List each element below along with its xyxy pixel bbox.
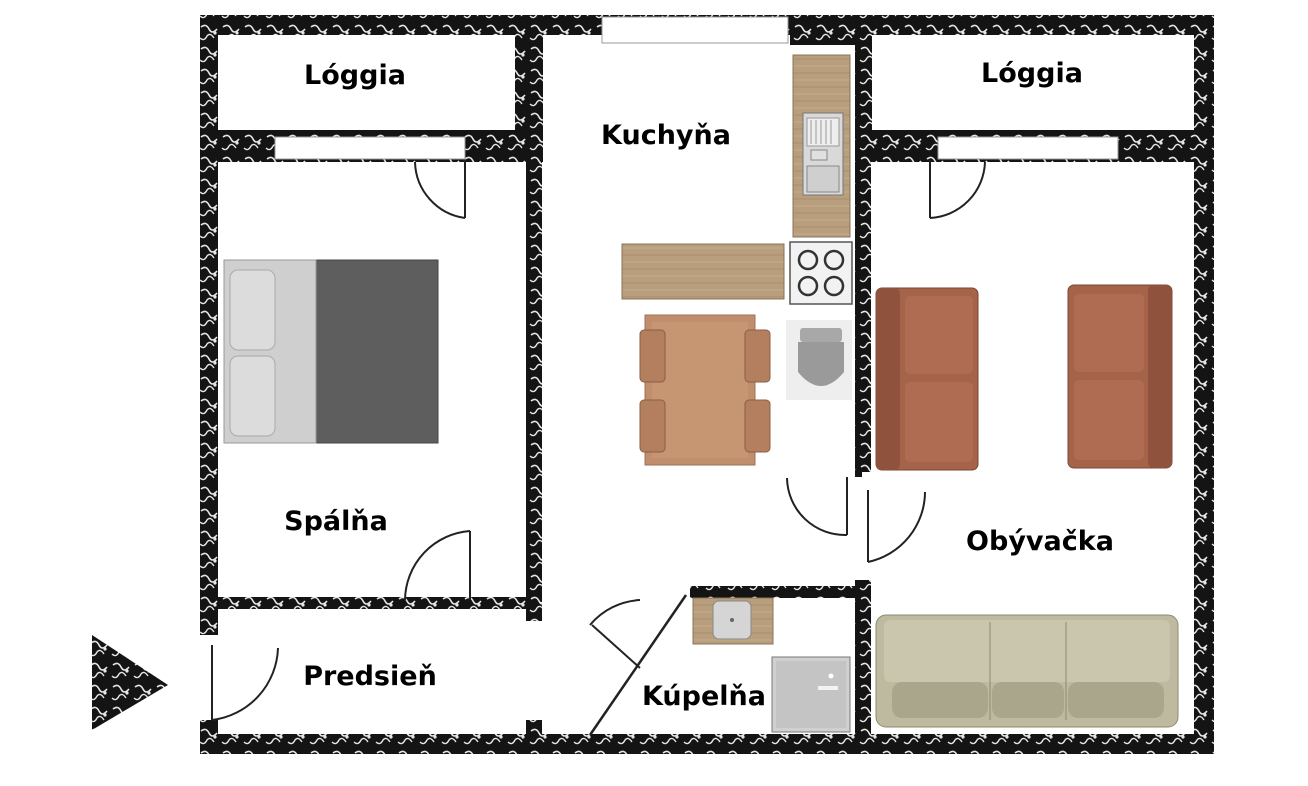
door-living (867, 490, 926, 563)
door-wc (786, 477, 848, 537)
toilet-icon (786, 320, 852, 400)
label-loggia-right: Lóggia (981, 58, 1083, 89)
door-bedroom-loggia (414, 160, 466, 219)
doors (211, 160, 986, 736)
kitchen-counter (789, 54, 853, 305)
label-bathroom: Kúpelňa (642, 681, 766, 712)
entrance-arrow-icon (92, 635, 168, 730)
label-loggia-left: Lóggia (304, 60, 406, 91)
shower-icon (771, 656, 851, 733)
stove-icon (789, 241, 853, 305)
label-bedroom: Spálňa (284, 506, 388, 537)
kitchen-bench (621, 243, 785, 300)
dining-table (639, 314, 771, 466)
door-living-loggia (929, 160, 986, 219)
label-living-room: Obývačka (966, 526, 1114, 557)
sofa (875, 614, 1179, 728)
armchair-left (875, 287, 979, 471)
windows (274, 16, 1119, 160)
door-bedroom (404, 530, 471, 601)
armchair-right (1067, 284, 1173, 469)
door-bathroom (588, 594, 688, 736)
door-entrance (211, 645, 279, 721)
label-kitchen: Kuchyňa (601, 120, 731, 151)
label-hallway: Predsieň (303, 661, 437, 692)
bathroom-sink-icon (692, 597, 774, 645)
sink-icon (802, 112, 844, 196)
bed (223, 259, 439, 444)
